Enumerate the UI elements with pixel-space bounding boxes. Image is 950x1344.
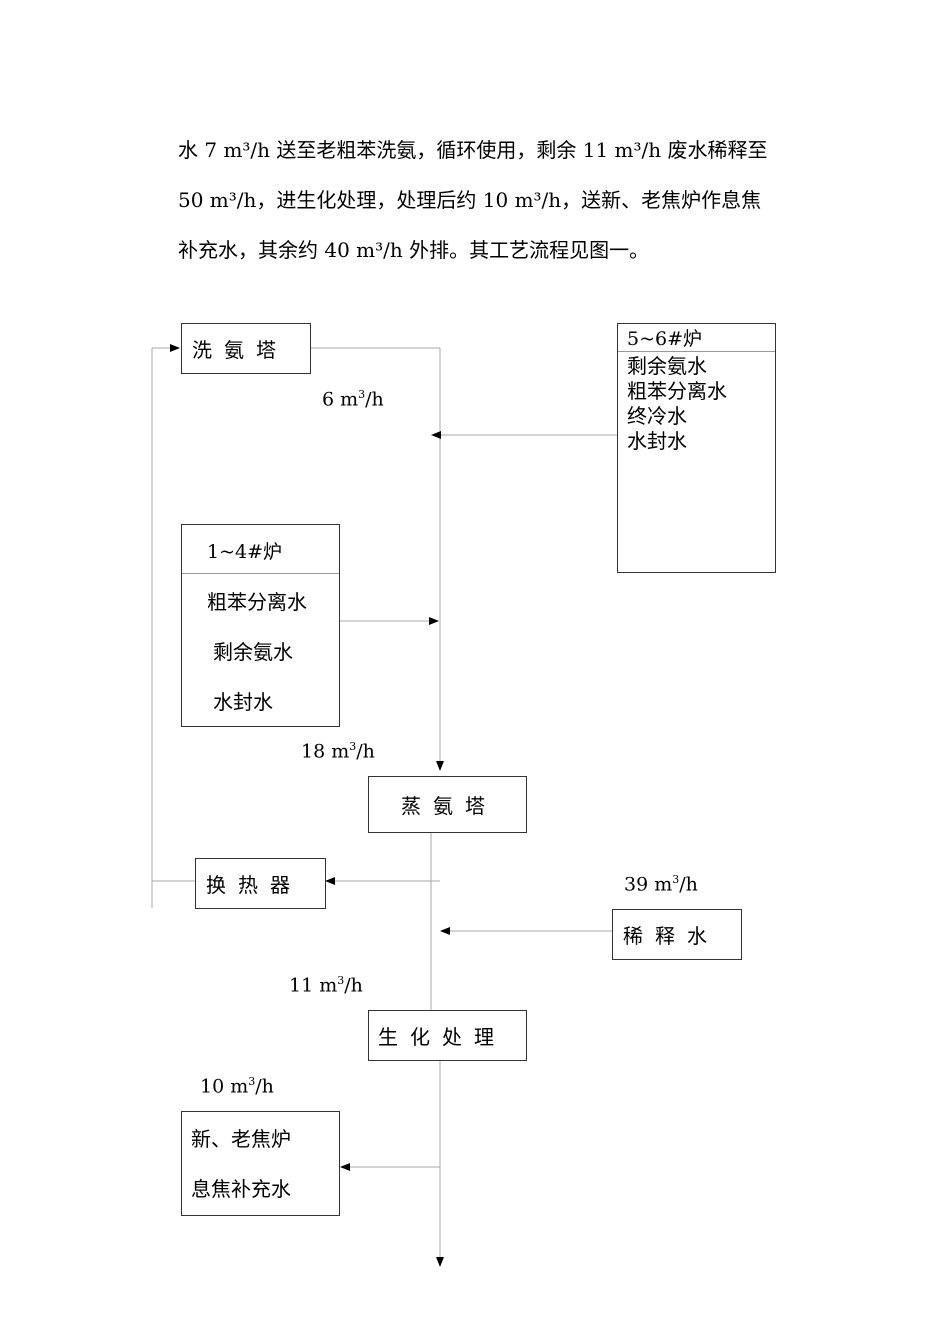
furnace-56-item-4: 水封水: [627, 429, 687, 453]
furnace-14-box: 1~4#炉 粗苯分离水 剩余氨水 水封水: [181, 524, 340, 727]
flow-rate-10: 10 m3/h: [200, 1075, 274, 1098]
heat-exchanger-box: 换热器: [195, 858, 326, 909]
flow-rate-11: 11 m3/h: [289, 974, 363, 997]
dilution-water-box: 稀释水: [612, 909, 742, 960]
coke-oven-box: 新、老焦炉 息焦补充水: [181, 1111, 340, 1216]
steam-tower-box: 蒸氨塔: [368, 776, 527, 833]
furnace-56-divider: [618, 351, 775, 352]
steam-tower-label: 蒸氨塔: [401, 794, 497, 818]
dilution-water-label: 稀释水: [623, 924, 719, 948]
flow-rate-6: 6 m3/h: [322, 388, 384, 411]
furnace-56-item-3: 终冷水: [627, 404, 687, 428]
coke-oven-line-1: 新、老焦炉: [191, 1127, 291, 1151]
biochem-label: 生化处理: [378, 1025, 506, 1049]
furnace-14-divider: [182, 573, 339, 574]
furnace-56-title: 5~6#炉: [627, 328, 703, 350]
paragraph-line-3: 补充水，其余约 40 m³/h 外排。其工艺流程见图一。: [178, 238, 650, 262]
furnace-14-item-1: 粗苯分离水: [207, 590, 307, 614]
furnace-14-item-2: 剩余氨水: [213, 640, 293, 664]
flow-rate-39: 39 m3/h: [624, 873, 698, 896]
furnace-56-item-2: 粗苯分离水: [627, 379, 727, 403]
coke-oven-line-2: 息焦补充水: [191, 1177, 291, 1201]
paragraph-line-1: 水 7 m³/h 送至老粗苯洗氨，循环使用，剩余 11 m³/h 废水稀释至: [178, 138, 768, 162]
flow-rate-18: 18 m3/h: [301, 740, 375, 763]
furnace-56-item-1: 剩余氨水: [627, 354, 707, 378]
wash-tower-box: 洗氨塔: [181, 323, 311, 374]
furnace-14-title: 1~4#炉: [207, 541, 283, 563]
furnace-56-box: 5~6#炉 剩余氨水 粗苯分离水 终冷水 水封水: [617, 323, 776, 573]
biochem-box: 生化处理: [368, 1010, 527, 1061]
furnace-14-item-3: 水封水: [213, 690, 273, 714]
heat-exchanger-label: 换热器: [206, 873, 302, 897]
paragraph-line-2: 50 m³/h，进生化处理，处理后约 10 m³/h，送新、老焦炉作息焦: [178, 188, 762, 212]
wash-tower-label: 洗氨塔: [192, 338, 288, 362]
intro-paragraph: 水 7 m³/h 送至老粗苯洗氨，循环使用，剩余 11 m³/h 废水稀释至 5…: [178, 137, 818, 287]
